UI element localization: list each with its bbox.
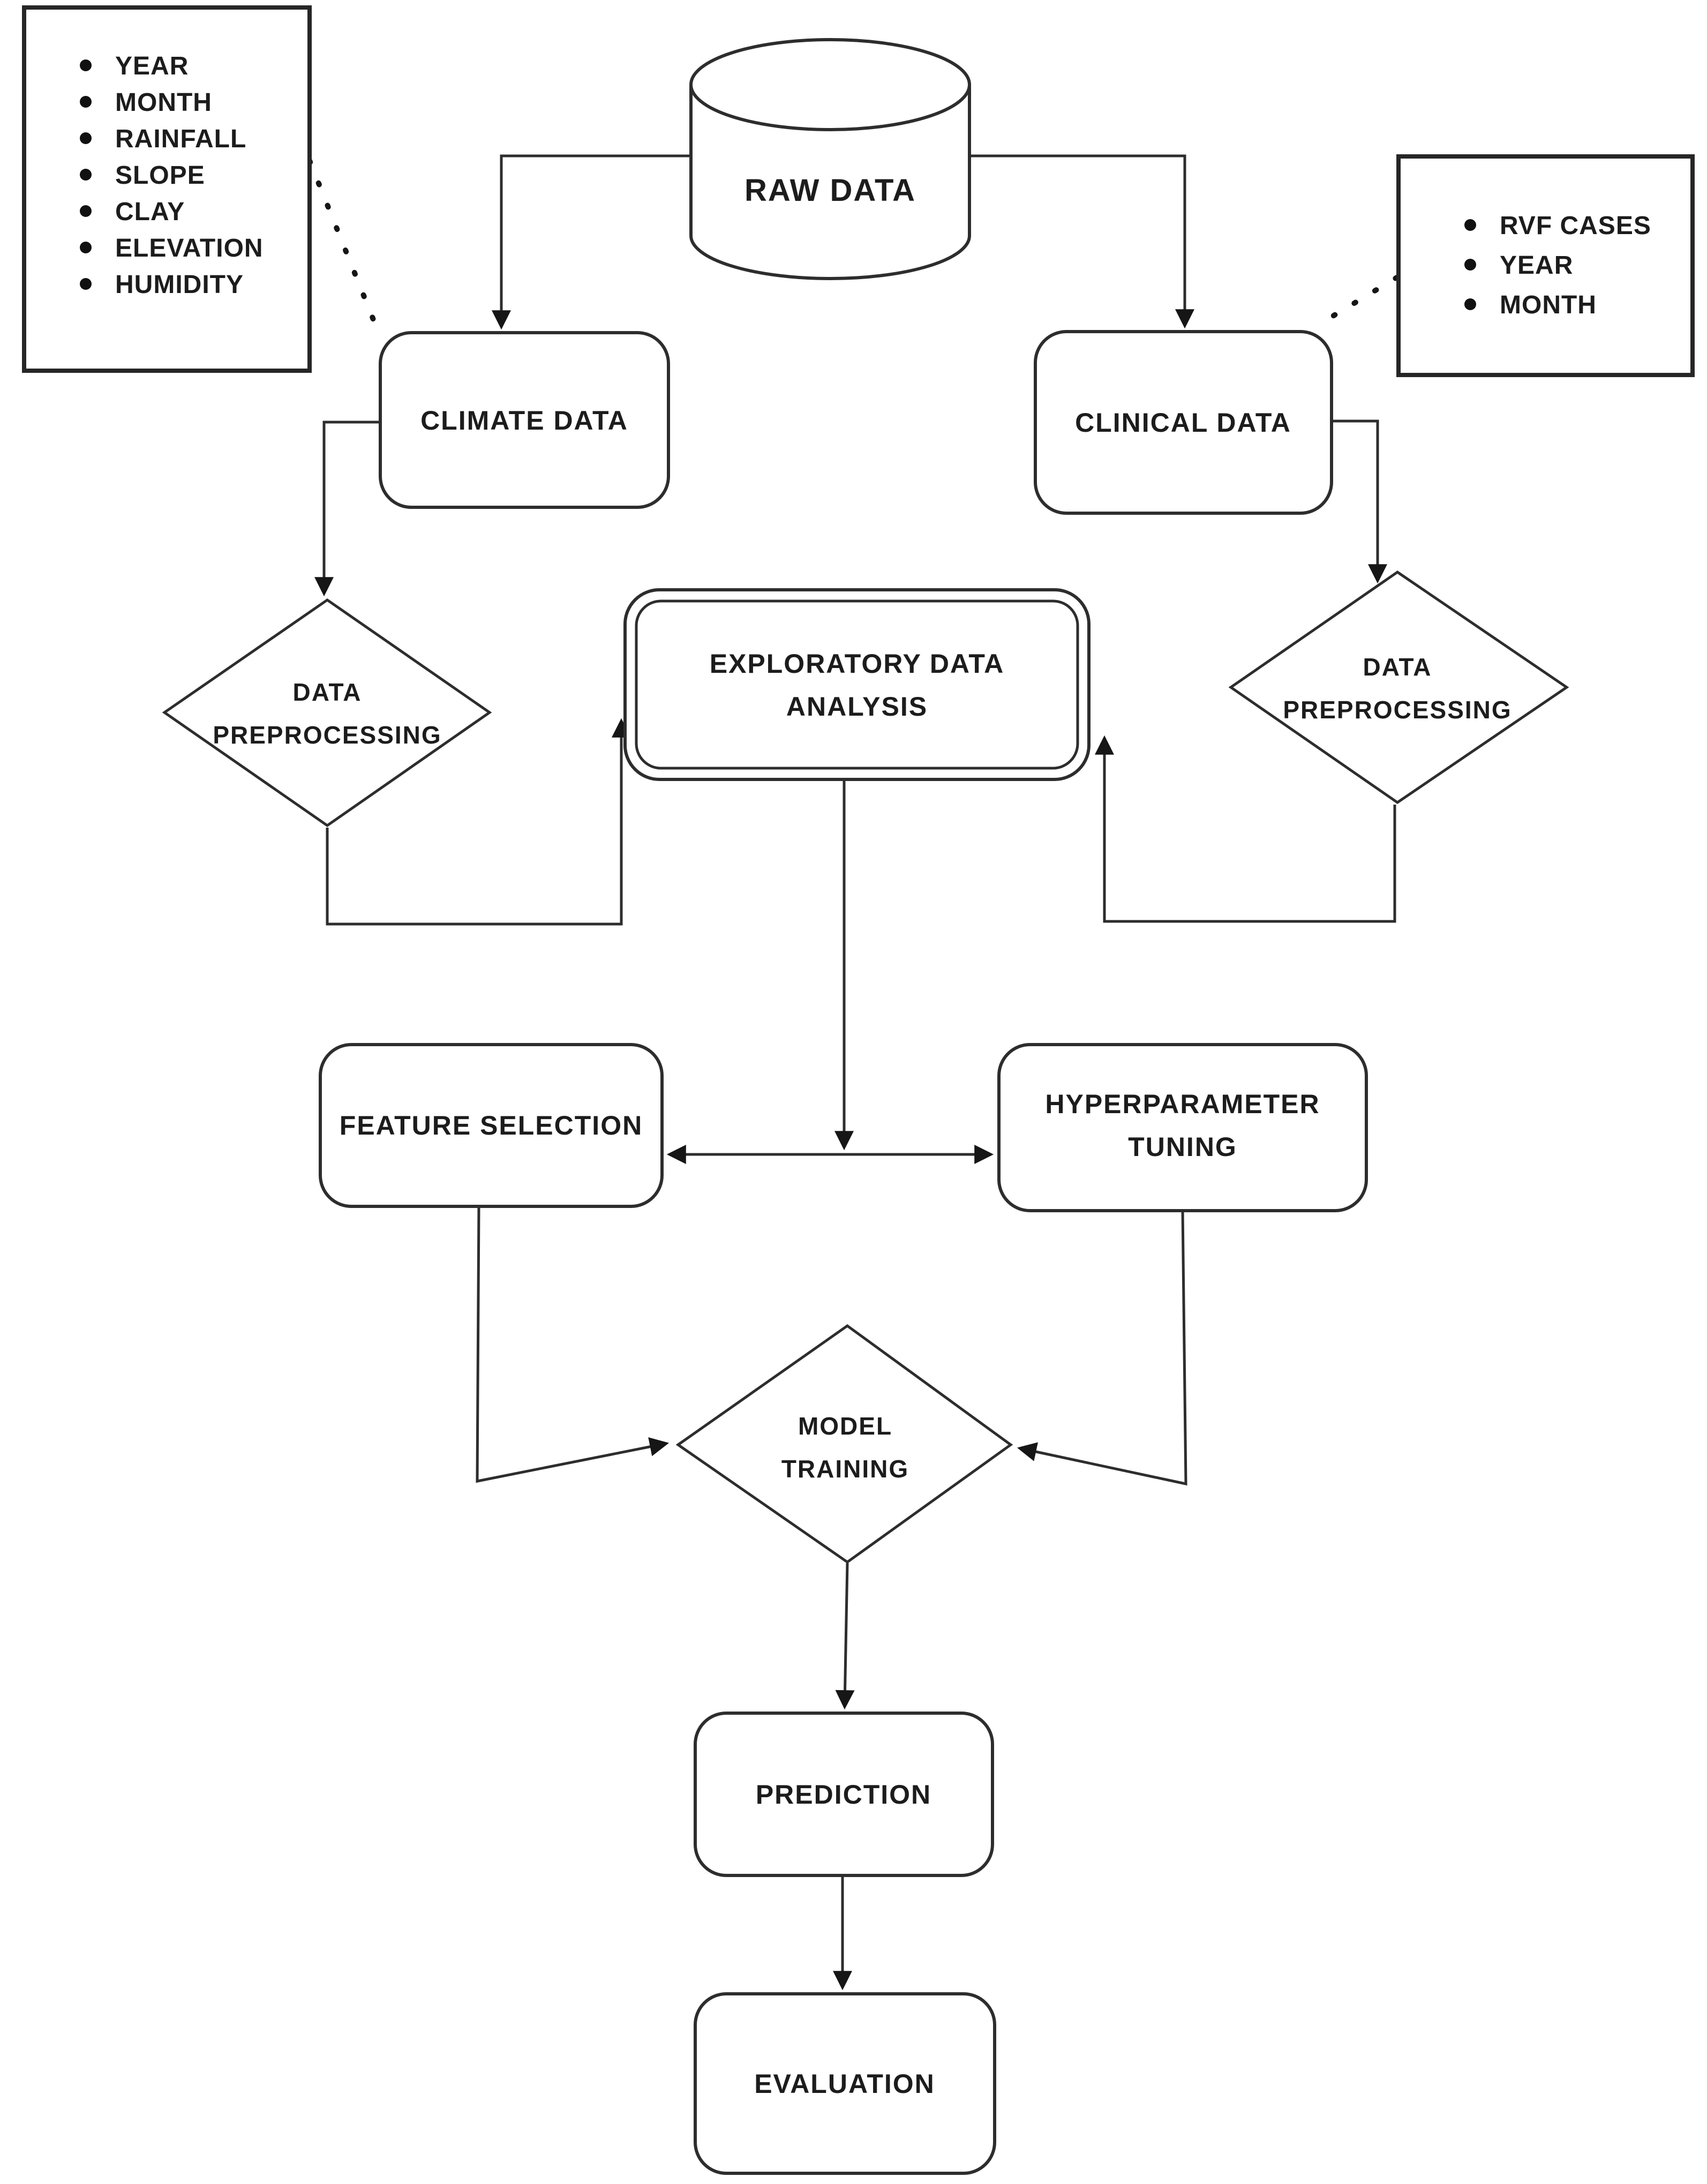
bullet-icon [80,278,92,290]
climate-field-item: YEAR [115,52,189,80]
bullet-icon [1464,219,1476,231]
dotted-link-clinical-fields [1316,275,1400,327]
annotation-climate-fields: YEAR MONTH RAINFALL SLOPE CLAY ELEVATION… [22,5,312,373]
node-label-line1: MODEL [798,1412,892,1440]
preprocessing-diamond [162,598,492,828]
arrow-hyperparameter-to-model-training [1017,1210,1187,1486]
climate-field-item: ELEVATION [115,234,264,262]
climate-field-item: CLAY [115,198,185,226]
bullet-icon [80,96,92,108]
node-label-line1: DATA [293,678,362,706]
bullet-icon [80,242,92,253]
clinical-field-item: MONTH [1500,291,1597,319]
annotation-clinical-fields: RVF CASES YEAR MONTH [1396,154,1695,377]
node-exploratory-data-analysis: EXPLORATORY DATA ANALYSIS [623,588,1091,781]
climate-fields-box [22,5,312,373]
node-label-line1: EXPLORATORY DATA [710,649,1005,679]
node-label: FEATURE SELECTION [340,1110,643,1140]
clinical-field-item: RVF CASES [1500,212,1651,240]
node-climate-data: CLIMATE DATA [379,331,670,509]
node-label-line2: PREPROCESSING [213,721,441,749]
node-label-line2: PREPROCESSING [1283,696,1512,724]
clinical-fields-box [1396,154,1695,377]
climate-field-item: SLOPE [115,161,205,190]
node-label: EVALUATION [754,2069,935,2099]
connector-layer [307,154,1400,1991]
model-training-diamond [675,1324,1013,1564]
bullet-icon [1464,298,1476,310]
climate-field-item: MONTH [115,88,212,117]
node-label: CLIMATE DATA [420,406,628,436]
climate-data-box [379,331,670,509]
clinical-field-item: YEAR [1500,251,1573,280]
node-model-training: MODEL TRAINING [675,1324,1013,1564]
clinical-data-box [1034,330,1333,515]
climate-field-item: RAINFALL [115,125,246,153]
node-evaluation: EVALUATION [694,1992,996,2175]
arrow-raw-data-to-clinical-data [969,154,1194,329]
hyperparameter-tuning-box [997,1043,1368,1212]
node-hyperparameter-tuning: HYPERPARAMETER TUNING [997,1043,1368,1212]
node-data-preprocessing-left: DATA PREPROCESSING [162,598,492,828]
prediction-box [694,1712,994,1877]
bullet-icon [80,59,92,71]
arrow-left-preprocessing-to-eda [326,718,631,926]
eda-inner-box [635,599,1079,770]
bullet-icon [80,132,92,144]
arrow-clinical-data-to-preprocessing [1332,419,1387,584]
node-label: PREDICTION [756,1780,931,1810]
arrow-model-training-to-prediction [835,1563,855,1710]
node-label: RAW DATA [745,173,916,208]
arrow-feature-selection-to-model-training [476,1206,670,1483]
arrow-raw-data-to-climate-data [492,154,691,330]
dotted-link-climate-fields [307,158,380,332]
node-label-line1: HYPERPARAMETER [1045,1089,1320,1119]
node-data-preprocessing-right: DATA PREPROCESSING [1228,570,1569,805]
bullet-icon [1464,259,1476,271]
node-label-line2: ANALYSIS [786,692,928,722]
database-cylinder-top [689,38,971,131]
node-raw-data: RAW DATA [689,38,971,280]
node-label-line2: TUNING [1128,1132,1237,1162]
eda-outer-box [623,588,1091,781]
bullet-icon [80,169,92,181]
preprocessing-diamond [1228,570,1569,805]
node-prediction: PREDICTION [694,1712,994,1877]
feature-selection-box [319,1043,664,1208]
evaluation-box [694,1992,996,2175]
climate-field-item: HUMIDITY [115,271,244,299]
node-clinical-data: CLINICAL DATA [1034,330,1333,515]
bullet-icon [80,205,92,217]
node-label-line2: TRAINING [781,1455,909,1483]
node-label: CLINICAL DATA [1075,408,1291,438]
node-label-line1: DATA [1363,653,1432,681]
arrow-climate-data-to-preprocessing [314,421,380,597]
database-cylinder-body [689,85,971,280]
arrow-right-preprocessing-to-eda [1095,735,1396,923]
node-feature-selection: FEATURE SELECTION [319,1043,664,1208]
